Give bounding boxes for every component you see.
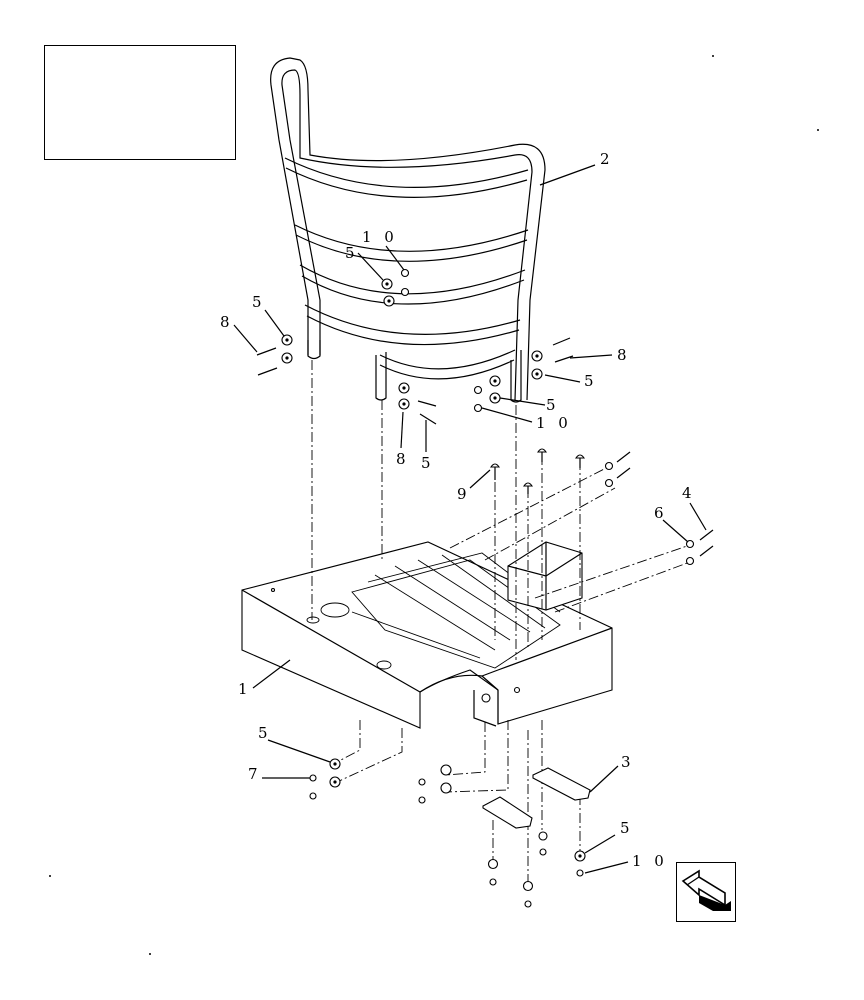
callout-6: 6 — [654, 504, 668, 522]
callout-8b: 8 — [617, 346, 631, 364]
callout-2: 2 — [600, 150, 614, 168]
callout-8c: 8 — [396, 450, 410, 468]
callout-5a: 5 — [345, 244, 359, 262]
callout-5f: 5 — [258, 724, 272, 742]
callout-5c: 5 — [584, 372, 598, 390]
leader-lines — [233, 164, 707, 874]
callout-10c: 1 0 — [632, 852, 668, 870]
top-fasteners — [489, 448, 714, 566]
callout-9: 9 — [457, 485, 471, 503]
rail-hardware — [256, 268, 574, 425]
callout-5g: 5 — [620, 819, 634, 837]
callout-5e: 5 — [421, 454, 435, 472]
callout-3: 3 — [621, 753, 635, 771]
arrow-navigation-icon-graphic — [681, 869, 731, 911]
callout-7: 7 — [248, 765, 262, 783]
callout-10a: 1 0 — [362, 228, 398, 246]
mounting-tube — [507, 541, 583, 611]
callout-labels: 1 2 3 4 5 5 5 5 5 5 5 6 7 8 8 8 9 1 0 1 … — [220, 150, 696, 870]
callout-10b: 1 0 — [536, 414, 572, 432]
assembly-centerlines — [311, 360, 691, 885]
callout-4: 4 — [682, 484, 696, 502]
handrail — [270, 57, 546, 403]
arrow-navigation-icon[interactable] — [676, 862, 736, 922]
title-block-box — [44, 45, 236, 160]
callout-5b: 5 — [252, 293, 266, 311]
lower-brackets — [309, 758, 591, 908]
callout-1: 1 — [238, 680, 252, 698]
callout-5d: 5 — [546, 396, 560, 414]
callout-8a: 8 — [220, 313, 234, 331]
